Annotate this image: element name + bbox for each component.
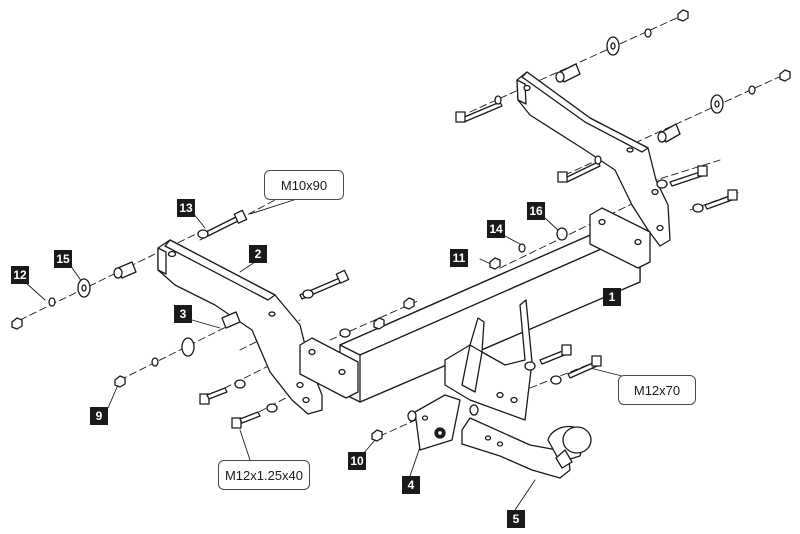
center-mount [444, 299, 533, 421]
socket-plate [414, 394, 461, 451]
part-label-3: 3 [174, 305, 192, 323]
spec-callout-m12x1-25x40: M12x1.25x40 [218, 460, 310, 490]
main-cross-beam [299, 207, 651, 403]
part-label-9: 9 [90, 407, 108, 425]
part-label-4: 4 [402, 476, 420, 494]
tow-ball-neck [461, 417, 592, 479]
part-label-11: 11 [450, 249, 468, 267]
left-side-bracket [157, 239, 323, 415]
part-label-16: 16 [527, 202, 545, 220]
part-label-14: 14 [487, 220, 505, 238]
right-side-bracket [516, 71, 671, 247]
spec-callout-m12x70: M12x70 [618, 375, 696, 405]
part-label-12: 12 [11, 266, 29, 284]
part-label-13: 13 [177, 199, 195, 217]
part-label-10: 10 [348, 452, 366, 470]
spec-callout-m10x90: M10x90 [264, 170, 344, 200]
part-label-5: 5 [507, 510, 525, 528]
part-label-2: 2 [249, 245, 267, 263]
part-label-1: 1 [603, 288, 621, 306]
hardware [11, 9, 791, 442]
part-label-15: 15 [54, 250, 72, 268]
